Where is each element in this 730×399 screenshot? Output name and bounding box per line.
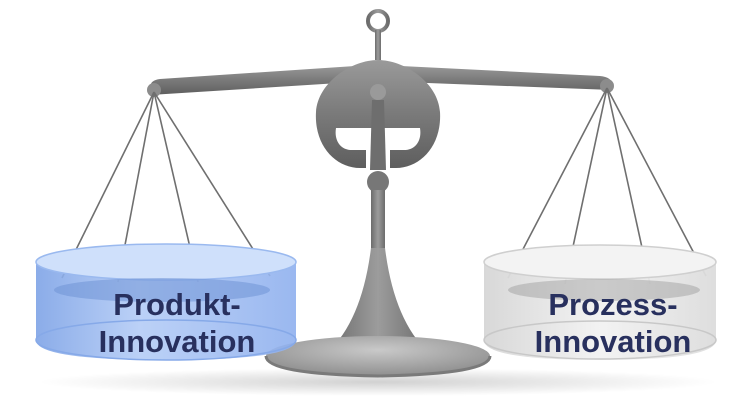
- left-pan: [35, 243, 297, 361]
- right-pan-label-line2: Innovation: [534, 324, 692, 359]
- ground-shadow: [38, 368, 718, 396]
- right-pan: [483, 244, 717, 360]
- left-pan-label: Produkt- Innovation: [72, 286, 282, 360]
- column-flare: [328, 248, 428, 352]
- left-pan-label-line1: Produkt-: [113, 287, 241, 322]
- ring-stem: [375, 30, 381, 60]
- column-knob: [367, 171, 389, 193]
- scale-base: [266, 336, 490, 376]
- left-beam-knob: [147, 83, 161, 97]
- right-pan-label-line1: Prozess-: [548, 287, 678, 322]
- right-pan-label: Prozess- Innovation: [508, 286, 718, 360]
- column: [371, 190, 385, 250]
- hanging-ring: [366, 9, 390, 33]
- right-beam-knob: [600, 79, 614, 93]
- base-rim: [264, 355, 492, 378]
- pointer: [370, 100, 386, 170]
- pivot-knob: [370, 84, 386, 100]
- left-pan-label-line2: Innovation: [98, 324, 256, 359]
